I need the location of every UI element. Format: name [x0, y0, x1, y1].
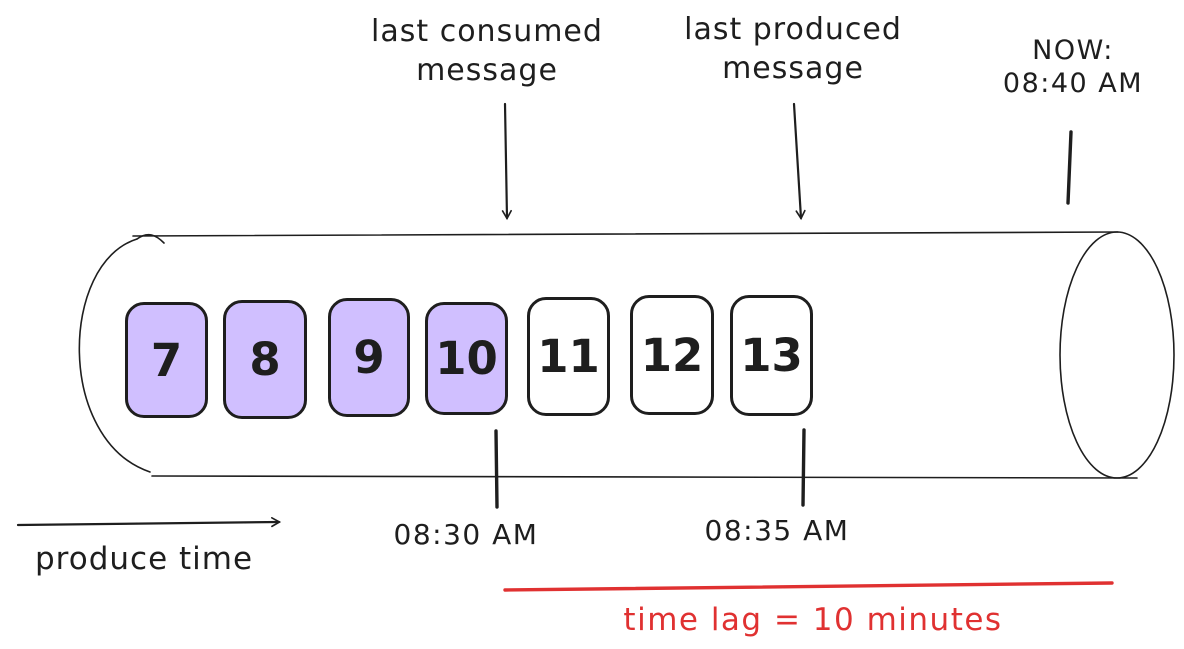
time-lag-label: time lag = 10 minutes	[623, 602, 1003, 638]
cylinder-right-cap-ellipse	[1059, 231, 1175, 479]
last-consumed-arrow	[501, 102, 512, 221]
now-label-line1: NOW:	[1032, 35, 1114, 66]
last-consumed-label-line1: last consumed	[371, 14, 603, 49]
produced-timestamp: 08:35 AM	[704, 514, 850, 547]
now-label: NOW: 08:40 AM	[1003, 34, 1143, 100]
last-produced-label-line2: message	[722, 51, 864, 86]
last-produced-arrow	[792, 102, 806, 221]
cylinder-top-edge	[132, 231, 1119, 237]
produce-time-axis-label: produce time	[35, 541, 254, 577]
cylinder-bottom-edge	[151, 475, 1138, 479]
message-box: 13	[730, 295, 813, 416]
produce-time-axis-arrow	[16, 516, 282, 528]
consumed-timestamp: 08:30 AM	[393, 518, 539, 551]
message-box: 12	[630, 295, 714, 415]
message-box-consumed: 9	[328, 298, 410, 417]
produced-time-tick	[801, 428, 806, 507]
last-produced-label: last produced message	[684, 10, 902, 88]
cylinder-left-cap-arc	[78, 238, 151, 473]
last-consumed-label-line2: message	[416, 53, 558, 88]
message-box-consumed: 8	[223, 300, 307, 419]
now-label-line2: 08:40 AM	[1002, 68, 1144, 99]
last-consumed-label: last consumed message	[371, 12, 603, 90]
time-lag-underline	[503, 581, 1114, 592]
consumed-time-tick	[494, 429, 499, 509]
message-box-consumed: 10	[425, 302, 508, 415]
last-produced-label-line1: last produced	[684, 12, 902, 47]
message-box-consumed: 7	[125, 302, 208, 418]
cylinder-left-cap-curl	[136, 233, 165, 244]
message-box: 11	[527, 297, 610, 416]
now-tick	[1066, 130, 1073, 205]
